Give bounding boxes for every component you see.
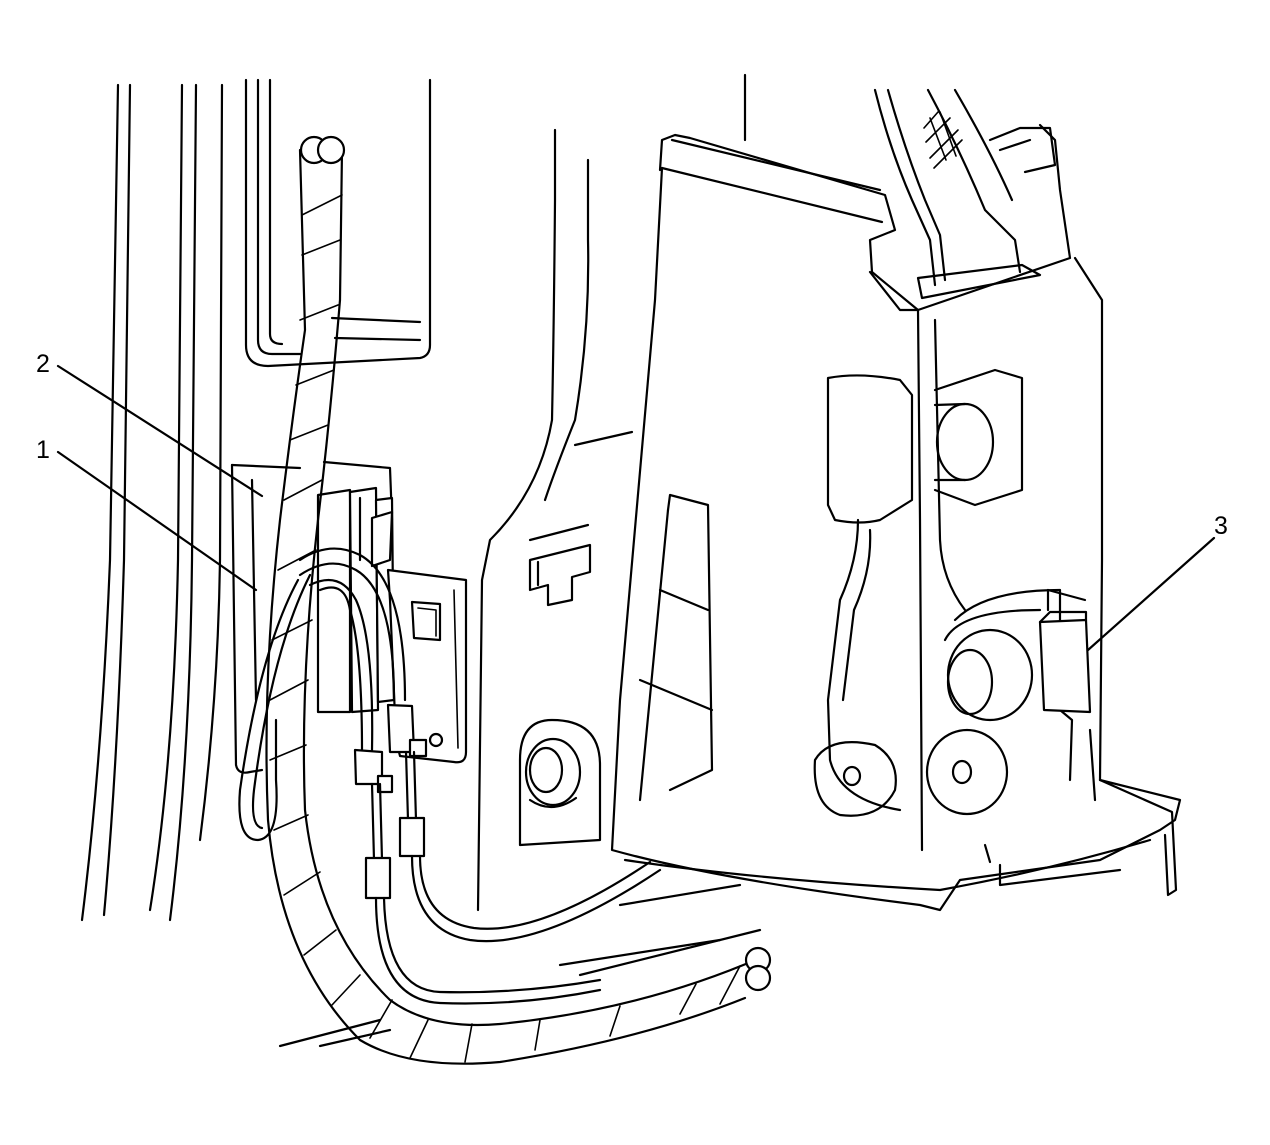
callout-2: 2 [36,350,264,498]
center-pillar [476,128,634,912]
callout-2-label: 2 [36,350,50,378]
mounting-bracket [230,460,394,774]
main-wiring-harness [265,135,772,1065]
module-connector-block [316,486,396,714]
side-connector [1038,588,1092,714]
module-housing [610,123,1182,912]
sensor-wires [238,547,662,1005]
callout-1: 1 [36,436,258,592]
left-pillar-trim [80,83,224,922]
callout-3: 3 [1086,512,1228,652]
floor-lines [278,883,762,1048]
callout-3-label: 3 [1214,512,1228,540]
upper-trim-panel [244,73,747,368]
callout-3-leader [1086,536,1216,652]
callout-2-leader [56,364,264,498]
mounting-strap [873,88,1057,300]
callout-1-label: 1 [36,436,50,464]
callout-1-leader [56,450,258,592]
